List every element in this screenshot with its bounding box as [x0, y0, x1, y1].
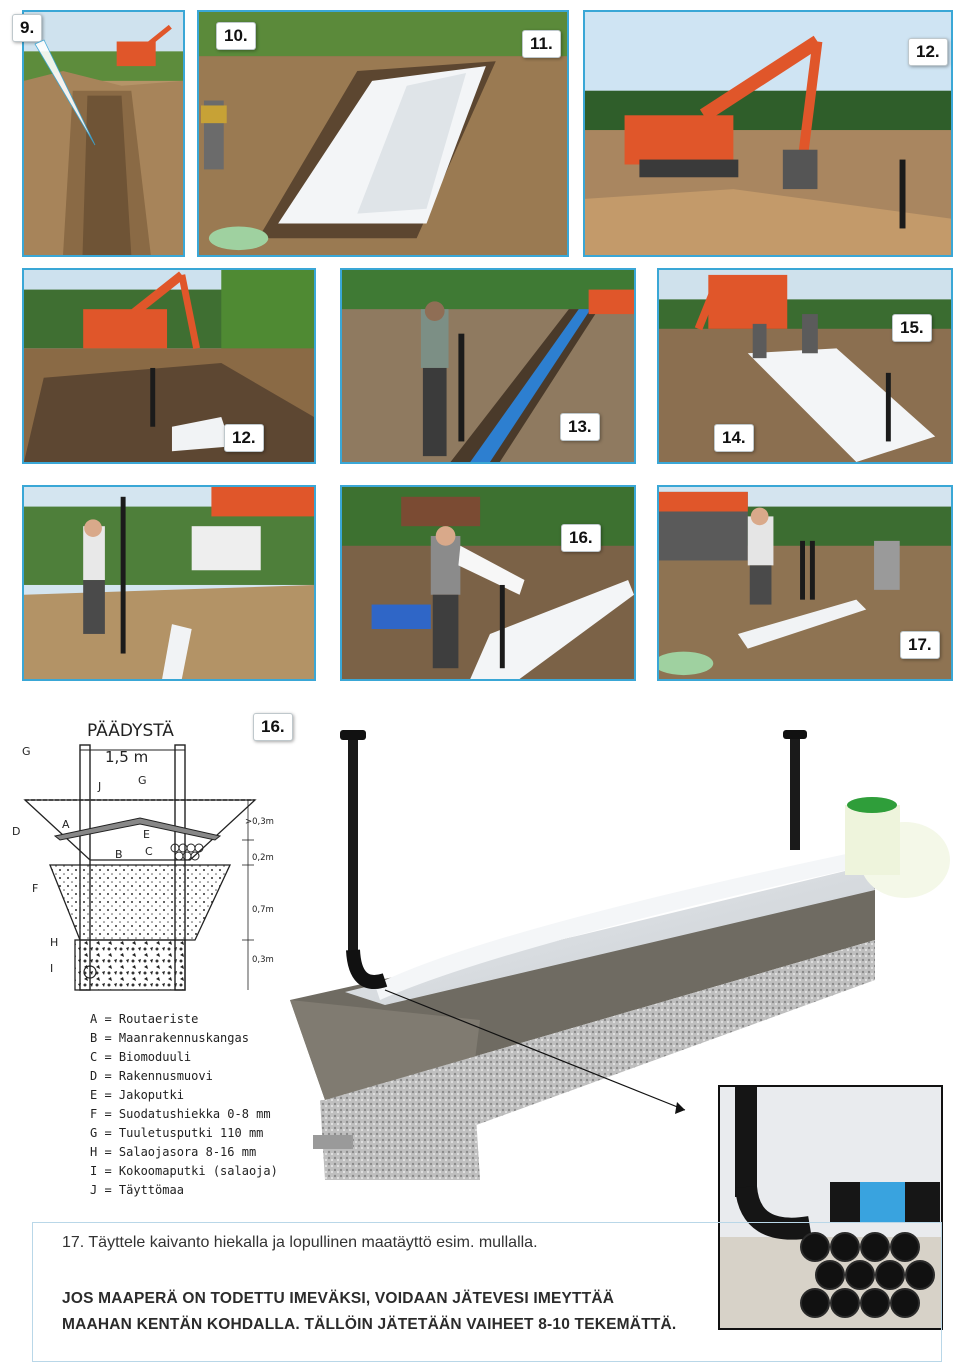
photo-step-12-pipes	[22, 268, 316, 464]
diagram-title: PÄÄDYSTÄ	[87, 720, 174, 741]
legend-item: C = Biomoduuli	[90, 1050, 192, 1064]
photo-step-14-15	[657, 268, 953, 464]
legend-item: D = Rakennusmuovi	[90, 1069, 213, 1083]
infiltration-field-render	[290, 730, 950, 1180]
diagram-letter-d: D	[12, 825, 20, 838]
instruction-box	[32, 1222, 942, 1362]
legend: A = Routaeriste B = Maanrakennuskangas C…	[90, 1010, 278, 1200]
legend-item: G = Tuuletusputki 110 mm	[90, 1126, 264, 1140]
legend-item: I = Kokoomaputki (salaoja)	[90, 1164, 278, 1178]
warning-line-1: JOS MAAPERÄ ON TODETTU IMEVÄKSI, VOIDAAN…	[62, 1290, 615, 1307]
callout-step-13: 13.	[560, 413, 600, 441]
photo-step-12-excavator	[583, 10, 953, 257]
callout-step-16-diagram: 16.	[253, 713, 293, 741]
callout-step-14: 14.	[714, 424, 754, 452]
callout-step-12-b: 12.	[224, 424, 264, 452]
callout-step-16-photo: 16.	[561, 524, 601, 552]
diagram-width-label: 1,5 m	[105, 748, 148, 766]
photo-step-9	[22, 10, 185, 257]
legend-item: J = Täyttömaa	[90, 1183, 184, 1197]
callout-step-17-photo: 17.	[900, 631, 940, 659]
diagram-letter-i: I	[50, 962, 53, 975]
callout-step-15: 15.	[892, 314, 932, 342]
callout-step-12-a: 12.	[908, 38, 948, 66]
infiltration-warning: JOS MAAPERÄ ON TODETTU IMEVÄKSI, VOIDAAN…	[62, 1286, 676, 1338]
diagram-letter-g1: G	[22, 745, 31, 758]
dim-1: >0,3m	[245, 817, 274, 827]
legend-item: H = Salaojasora 8-16 mm	[90, 1145, 257, 1159]
callout-step-10: 10.	[216, 22, 256, 50]
legend-item: E = Jakoputki	[90, 1088, 184, 1102]
diagram-letter-j: J	[97, 780, 101, 793]
dim-3: 0,7m	[252, 905, 274, 915]
diagram-letter-h: H	[50, 936, 58, 949]
photo-step-10-11	[197, 10, 569, 257]
step-17-instruction: 17. Täyttele kaivanto hiekalla ja lopull…	[62, 1234, 538, 1251]
callout-step-11: 11.	[522, 30, 561, 58]
pipe-detail-inset	[718, 1085, 943, 1330]
diagram-letter-c: C	[145, 845, 153, 858]
dim-2: 0,2m	[252, 853, 274, 863]
legend-item: A = Routaeriste	[90, 1012, 199, 1026]
photo-step-17	[657, 485, 953, 681]
photo-step-16-insulation	[340, 485, 636, 681]
diagram-letter-f: F	[32, 882, 38, 895]
diagram-letter-a: A	[62, 818, 70, 831]
legend-item: F = Suodatushiekka 0-8 mm	[90, 1107, 271, 1121]
diagram-letter-e: E	[143, 828, 150, 841]
photo-step-13	[340, 268, 636, 464]
diagram-letter-b: B	[115, 848, 123, 861]
cross-section-diagram: PÄÄDYSTÄ 1,5 m G J G A E B C D F H I >0,…	[12, 720, 274, 991]
dim-4: 0,3m	[252, 955, 274, 965]
callout-step-9: 9.	[12, 14, 43, 42]
warning-line-2: MAAHAN KENTÄN KOHDALLA. TÄLLÖIN JÄTETÄÄN…	[62, 1316, 677, 1333]
photo-step-16-worker	[22, 485, 316, 681]
diagram-letter-g2: G	[138, 774, 147, 787]
legend-item: B = Maanrakennuskangas	[90, 1031, 249, 1045]
